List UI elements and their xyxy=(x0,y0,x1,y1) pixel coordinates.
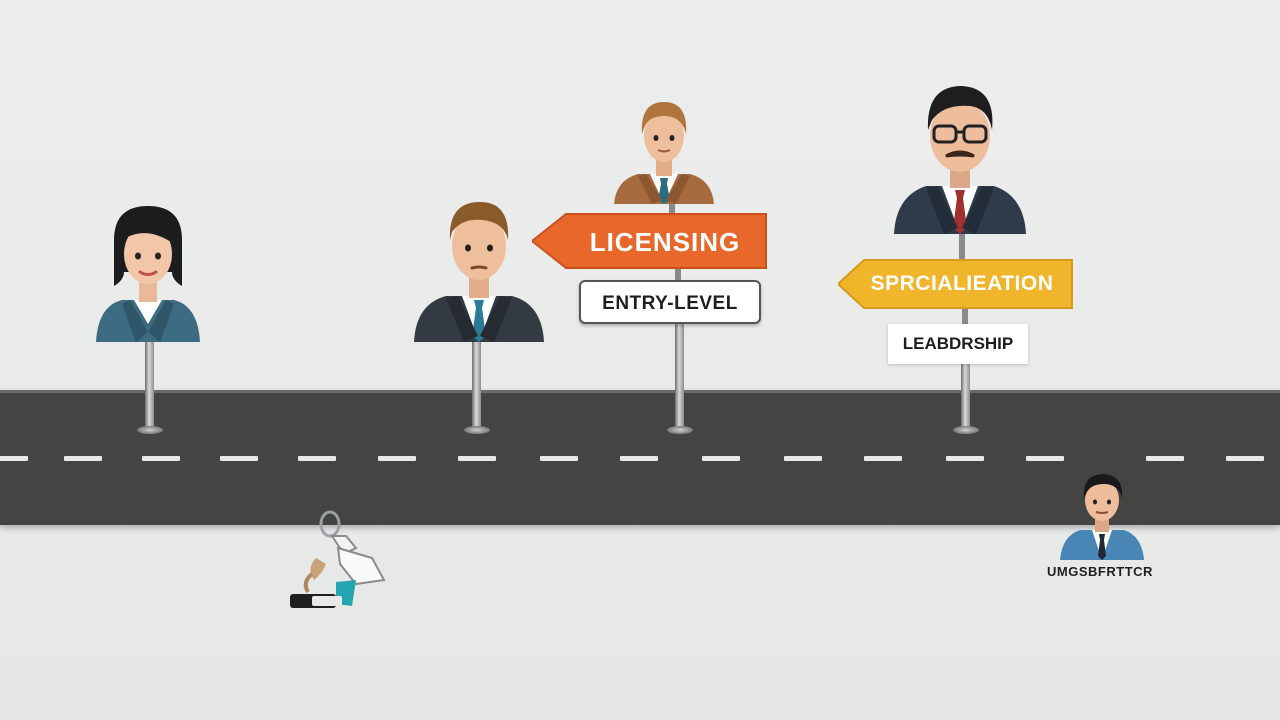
sign-connector xyxy=(675,266,681,282)
sign-connector xyxy=(959,232,965,260)
lane-dash xyxy=(458,456,496,461)
lane-dash xyxy=(620,456,658,461)
lane-dash xyxy=(298,456,336,461)
lane-dash xyxy=(142,456,180,461)
pole-base xyxy=(464,426,490,434)
person-woman-icon xyxy=(96,206,200,342)
licensing-label: LICENSING xyxy=(589,227,741,257)
sign-connector xyxy=(962,306,968,326)
person-man-icon xyxy=(414,202,544,342)
lane-dash xyxy=(220,456,258,461)
person-man-icon xyxy=(614,102,714,204)
licensing-arrow-sign xyxy=(532,213,767,269)
entry-level-sign: ENTRY-LEVEL xyxy=(579,280,761,324)
pole-base xyxy=(137,426,163,434)
person-man-glasses-icon xyxy=(894,86,1026,234)
pole-base xyxy=(667,426,693,434)
lane-dash xyxy=(64,456,102,461)
lane-dash xyxy=(540,456,578,461)
lane-dash xyxy=(946,456,984,461)
lane-dash xyxy=(702,456,740,461)
lane-dash xyxy=(1146,456,1184,461)
specialization-arrow-sign xyxy=(838,259,1073,309)
lane-dash xyxy=(784,456,822,461)
pole-base xyxy=(953,426,979,434)
pole xyxy=(472,338,481,430)
lane-dash xyxy=(378,456,416,461)
pole xyxy=(145,338,154,430)
small-person-caption: UMGSBFRTTCR xyxy=(1047,564,1153,579)
fallen-person-icon xyxy=(290,510,386,608)
lane-dash xyxy=(0,456,28,461)
sign-connector xyxy=(669,200,675,214)
lane-dash xyxy=(1226,456,1264,461)
person-small-icon xyxy=(1060,474,1144,560)
lane-dash xyxy=(864,456,902,461)
pole xyxy=(961,362,970,430)
road-edge xyxy=(0,390,1280,393)
lane-dash xyxy=(1026,456,1064,461)
pole xyxy=(675,322,684,430)
specialization-label: SPRCIALIEATION xyxy=(870,272,1054,295)
leadership-sign: LEABDRSHIP xyxy=(888,324,1028,364)
